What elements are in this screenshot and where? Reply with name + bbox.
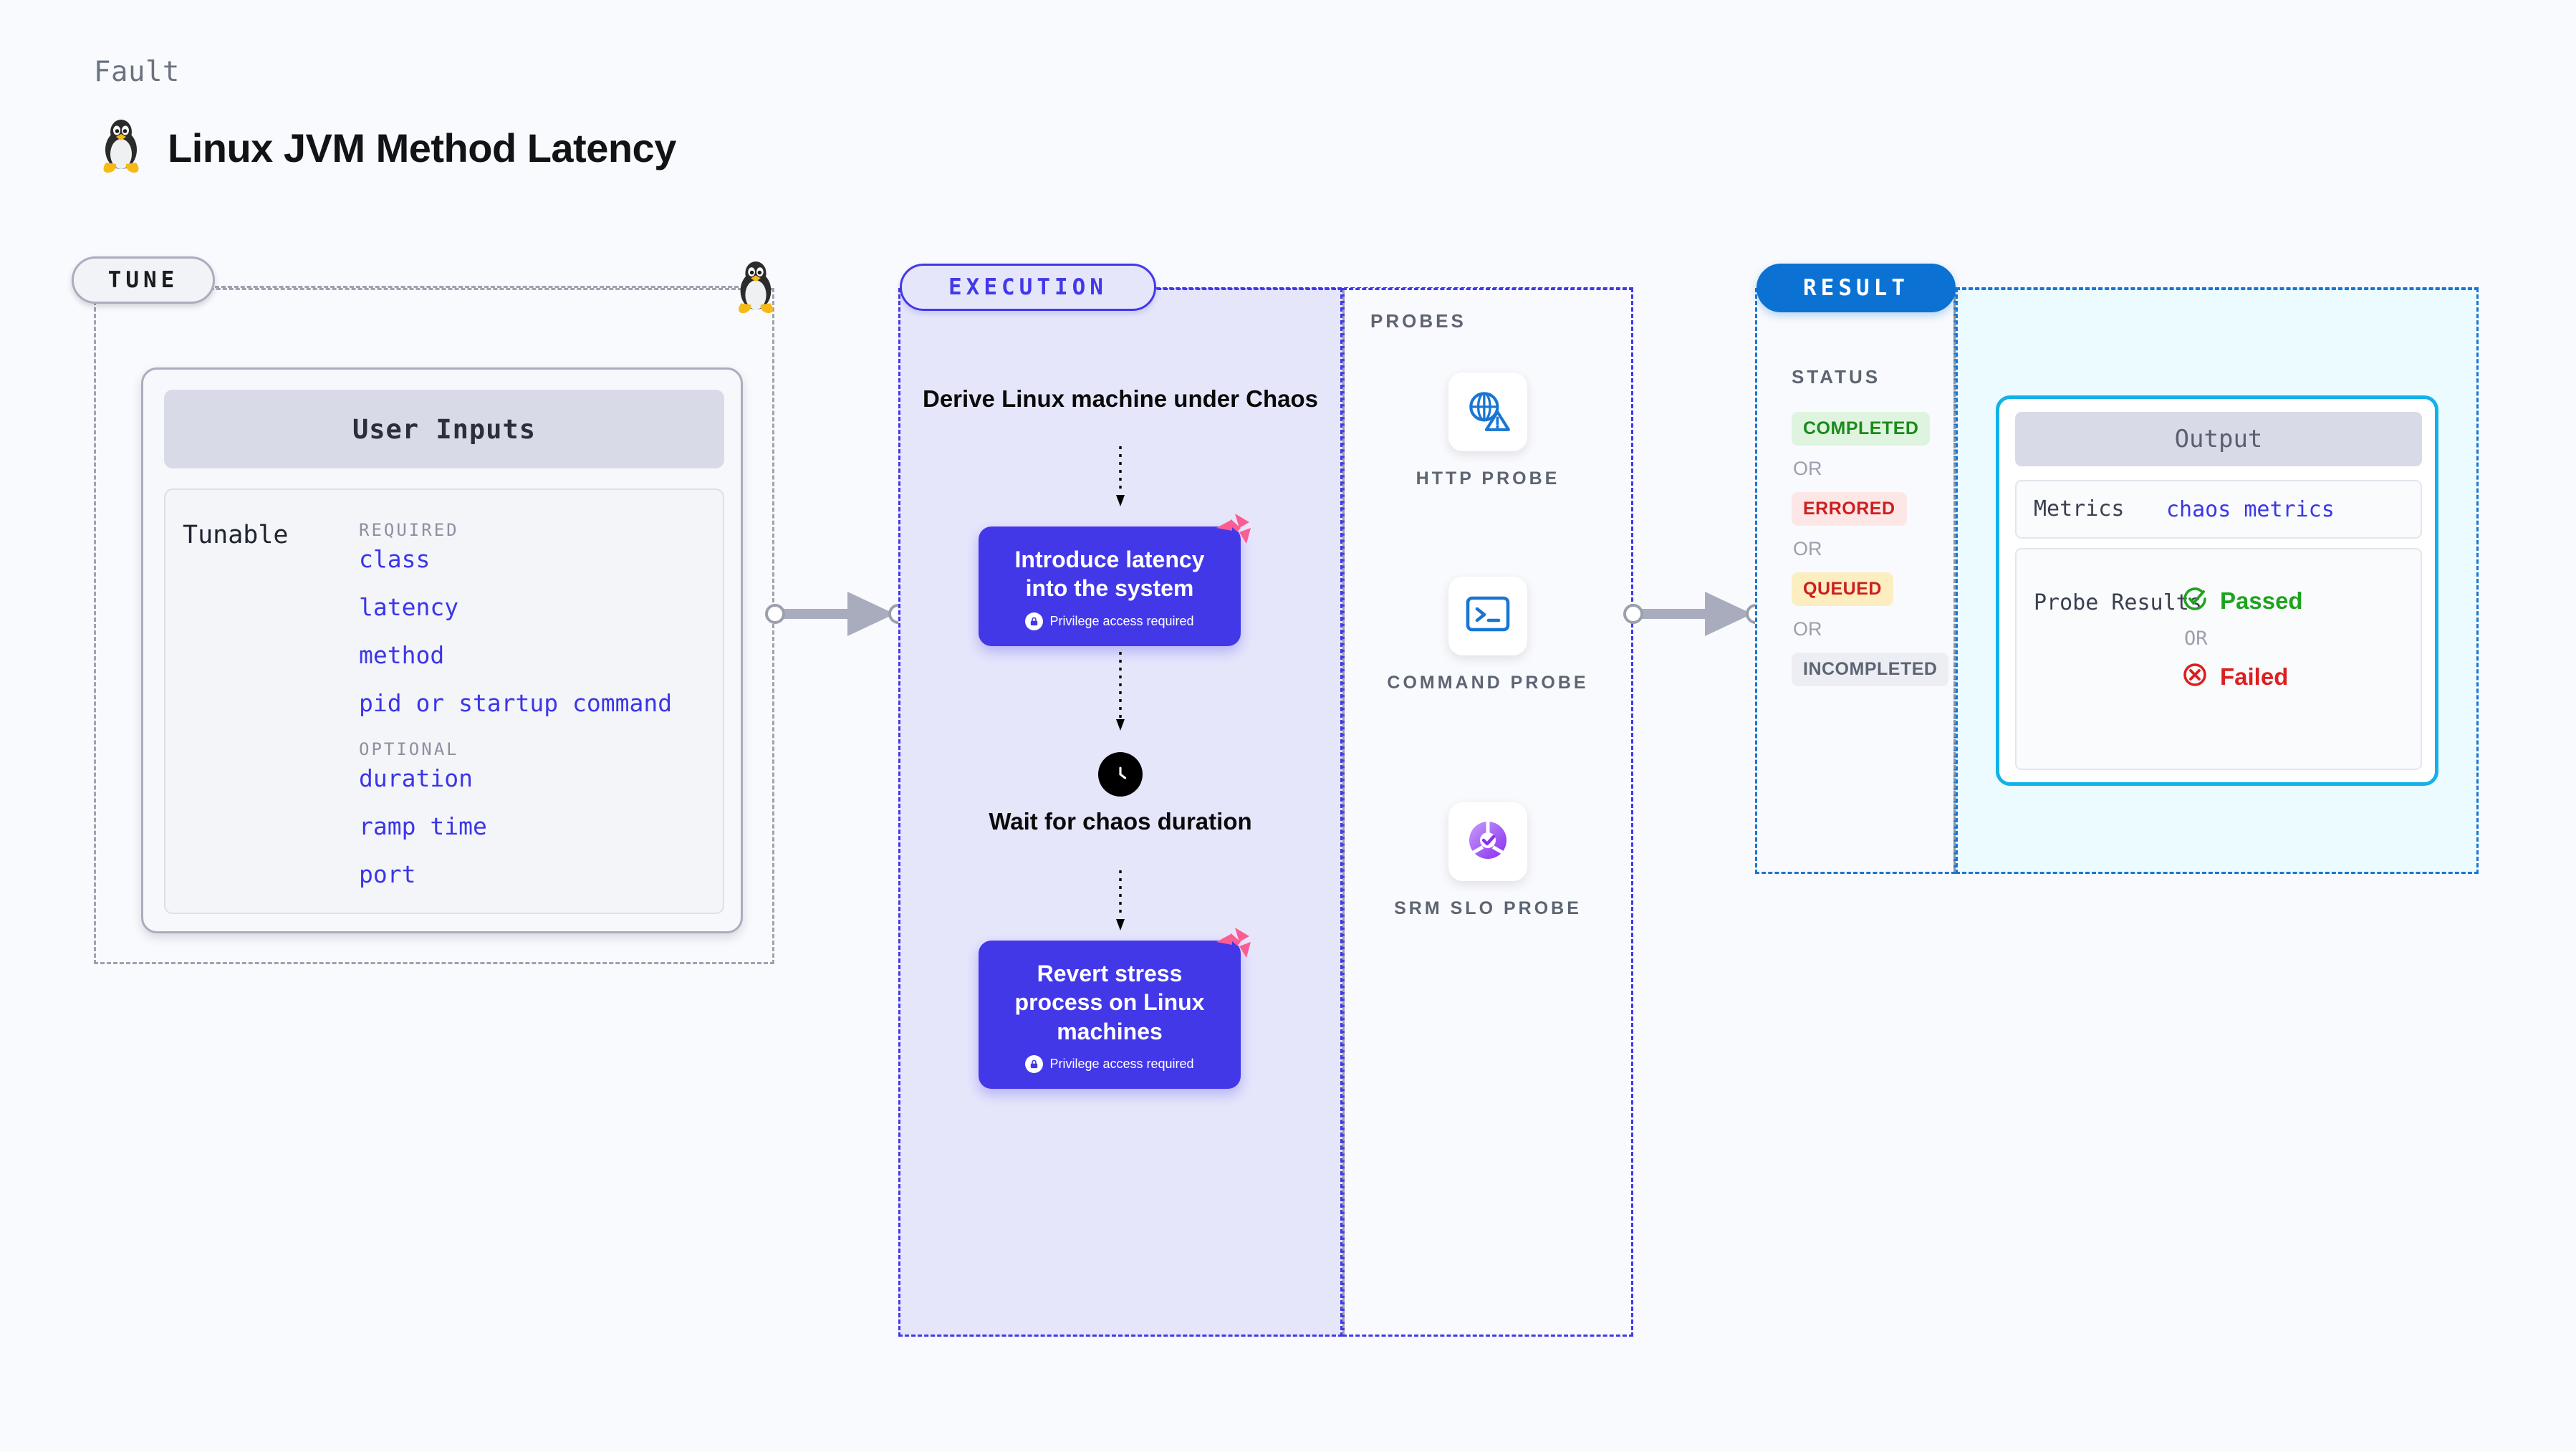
x-circle-icon [2181, 661, 2209, 692]
tunable-item[interactable]: pid or startup command [359, 689, 673, 717]
output-card: Output Metrics chaos metrics Probe Resul… [1996, 395, 2438, 786]
status-badge-incompleted: INCOMPLETED [1792, 653, 1949, 686]
execution-node-revert-stress[interactable]: Revert stress process on Linux machines … [979, 928, 1251, 1089]
stage-badge-execution[interactable]: EXECUTION [900, 264, 1156, 311]
or-separator: OR [2184, 628, 2208, 650]
tune-leader-line [215, 286, 745, 288]
probe-result-passed: Passed [2181, 585, 2303, 616]
lock-icon [1025, 1054, 1044, 1073]
lock-icon [1025, 612, 1044, 630]
or-separator: OR [1793, 538, 1822, 559]
or-separator: OR [1793, 618, 1822, 640]
result-divider [1953, 290, 1956, 872]
tunable-item[interactable]: port [359, 860, 416, 888]
privilege-note-text: Privilege access required [1049, 1056, 1194, 1071]
page-title: Linux JVM Method Latency [168, 125, 676, 170]
status-badge-completed: COMPLETED [1792, 412, 1931, 446]
probe-results-label: Probe Results [2034, 590, 2202, 615]
tune-stage-panel [94, 288, 774, 964]
clock-icon [1098, 752, 1143, 797]
probe-label: HTTP PROBE [1416, 468, 1560, 489]
tunable-box: Tunable REQUIRED class latency method pi… [164, 489, 724, 914]
probe-tile [1448, 372, 1527, 451]
privilege-note-text: Privilege access required [1049, 613, 1194, 628]
metrics-label: Metrics [2034, 496, 2125, 522]
check-circle-icon [2181, 585, 2209, 616]
probe-failed-label: Failed [2220, 663, 2289, 690]
probe-result-failed: Failed [2181, 661, 2303, 692]
user-inputs-title: User Inputs [164, 390, 724, 468]
tunable-row-label: Tunable [183, 521, 289, 549]
execution-node-title: Revert stress process on Linux machines [1014, 961, 1205, 1044]
probe-command[interactable]: COMMAND PROBE [1345, 577, 1631, 696]
probe-tile [1448, 802, 1527, 881]
tunable-item[interactable]: method [359, 641, 445, 669]
litmus-logo-icon [1213, 512, 1252, 553]
tunable-item[interactable]: class [359, 545, 431, 573]
status-title: STATUS [1792, 366, 1881, 388]
status-badge-queued: QUEUED [1792, 572, 1893, 606]
probes-divider [1342, 290, 1345, 1335]
tune-linux-marker-icon [732, 260, 779, 318]
output-title: Output [2015, 412, 2422, 466]
flow-arrow-down-icon [1115, 870, 1126, 936]
privilege-note: Privilege access required [1025, 1054, 1194, 1073]
flow-arrow-down-icon [1115, 652, 1126, 736]
probe-passed-label: Passed [2220, 587, 2303, 614]
tunable-item[interactable]: duration [359, 764, 473, 792]
execution-node-introduce-latency[interactable]: Introduce latency into the system Privil… [979, 514, 1251, 646]
probe-results-row: Probe Results Passed OR [2015, 548, 2422, 770]
page-eyebrow: Fault [94, 56, 180, 88]
terminal-icon [1465, 594, 1511, 639]
connector-dot-start [1623, 604, 1643, 624]
execution-step-label: Wait for chaos duration [989, 808, 1252, 835]
user-inputs-card: User Inputs Tunable REQUIRED class laten… [141, 367, 743, 933]
execution-step-label: Derive Linux machine under Chaos [923, 385, 1318, 412]
execution-node-title: Introduce latency into the system [1014, 547, 1205, 602]
privilege-note: Privilege access required [1025, 612, 1194, 630]
probes-subpanel: PROBES HTTP PROBE [1342, 288, 1633, 1337]
linux-tux-icon [99, 118, 143, 178]
litmus-logo-icon [1213, 926, 1252, 967]
probe-label: COMMAND PROBE [1387, 673, 1589, 693]
execution-stage-panel: Derive Linux machine under Chaos [898, 288, 1342, 1337]
result-status-panel: STATUS COMPLETED OR ERRORED OR QUEUED OR… [1755, 288, 1956, 874]
probe-results-values: Passed OR Failed [2181, 585, 2303, 692]
page-title-row: Linux JVM Method Latency [99, 118, 676, 178]
stage-badge-tune[interactable]: TUNE [72, 256, 215, 304]
probe-label: SRM SLO PROBE [1394, 898, 1582, 918]
result-leader-line [1956, 287, 2479, 289]
tunable-item[interactable]: ramp time [359, 812, 487, 840]
tunable-group-optional-title: OPTIONAL [359, 739, 459, 759]
tunable-group-required-title: REQUIRED [359, 520, 459, 540]
stage-badge-result[interactable]: RESULT [1756, 264, 1956, 312]
connector-dot-start [765, 604, 785, 624]
tunable-item[interactable]: latency [359, 593, 459, 621]
or-separator: OR [1793, 458, 1822, 479]
metrics-row: Metrics chaos metrics [2015, 480, 2422, 539]
probe-tile [1448, 577, 1527, 655]
status-badge-errored: ERRORED [1792, 492, 1907, 526]
slo-donut-check-icon [1464, 816, 1512, 868]
flow-arrow-down-icon [1115, 446, 1126, 511]
probe-srm-slo[interactable]: SRM SLO PROBE [1345, 802, 1631, 921]
status-list: COMPLETED OR ERRORED OR QUEUED OR INCOMP… [1792, 412, 1949, 686]
metrics-value[interactable]: chaos metrics [2166, 496, 2335, 522]
probes-title: PROBES [1370, 310, 1466, 332]
probe-http[interactable]: HTTP PROBE [1345, 372, 1631, 491]
tunable-list: REQUIRED class latency method pid or sta… [359, 507, 703, 910]
globe-warning-icon [1464, 387, 1512, 438]
